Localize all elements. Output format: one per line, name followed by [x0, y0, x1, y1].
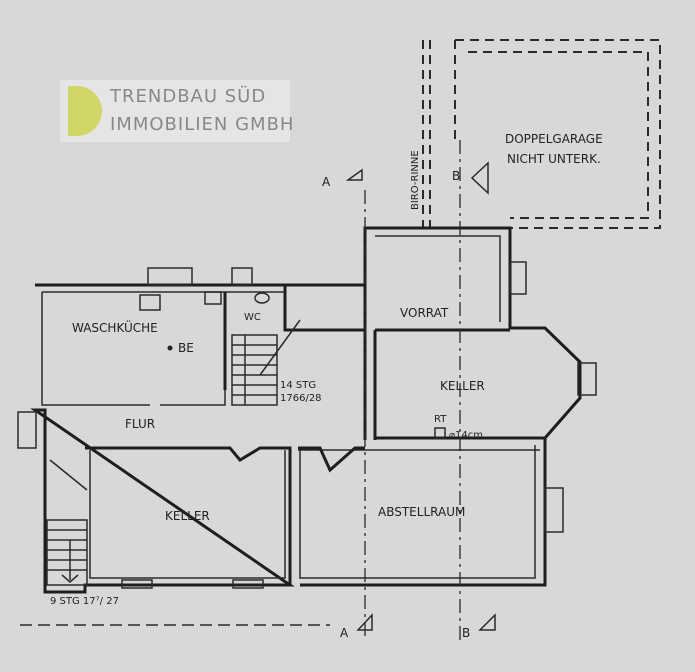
outer-wall	[30, 226, 582, 594]
section-b-top: B	[452, 169, 460, 183]
section-a-bottom: A	[340, 626, 349, 640]
stairs-upper-dim: 1766/28	[280, 393, 322, 404]
section-b-top-marker	[470, 161, 489, 195]
section-b-bottom-marker	[478, 613, 496, 631]
section-a-bottom-marker	[356, 613, 373, 631]
toilet	[254, 292, 270, 304]
garage-label-2: NICHT UNTERK.	[507, 152, 601, 166]
stairs-upper	[231, 319, 301, 406]
stairs-upper-count: 14 STG	[280, 380, 316, 391]
gutter-line	[422, 40, 431, 228]
stairs-lower	[46, 459, 88, 586]
section-a-top: A	[322, 175, 331, 189]
section-a-top-marker	[345, 168, 363, 181]
stairs-lower-label: 9 STG 17⁷/ 27	[50, 596, 119, 607]
watermark: TRENDBAU SÜD IMMOBILIEN GMBH	[60, 80, 293, 142]
boiler	[139, 294, 161, 311]
room-keller-left: KELLER	[165, 509, 210, 523]
chimney-label: ⌀14cm	[449, 430, 483, 441]
windows	[17, 261, 597, 589]
rt-label: RT	[434, 414, 447, 425]
watermark-line1: TRENDBAU SÜD	[110, 86, 267, 107]
inner-outline	[41, 235, 540, 579]
room-abstellraum: ABSTELLRAUM	[378, 505, 465, 519]
room-keller-right: KELLER	[440, 379, 485, 393]
room-vorrat: VORRAT	[400, 306, 449, 320]
gutter-label: BIRO-RINNE	[410, 150, 421, 210]
garage-outline	[454, 39, 661, 229]
label-be: BE	[178, 341, 194, 355]
chimney	[434, 427, 446, 439]
sink	[204, 291, 222, 305]
garage-label-1: DOPPELGARAGE	[505, 132, 603, 146]
room-wc: WC	[244, 312, 261, 323]
room-flur: FLUR	[125, 417, 155, 431]
section-b-bottom: B	[462, 626, 470, 640]
be-point	[167, 345, 173, 351]
room-waschkueche: WASCHKÜCHE	[72, 319, 158, 335]
watermark-line2: IMMOBILIEN GMBH	[110, 114, 295, 135]
